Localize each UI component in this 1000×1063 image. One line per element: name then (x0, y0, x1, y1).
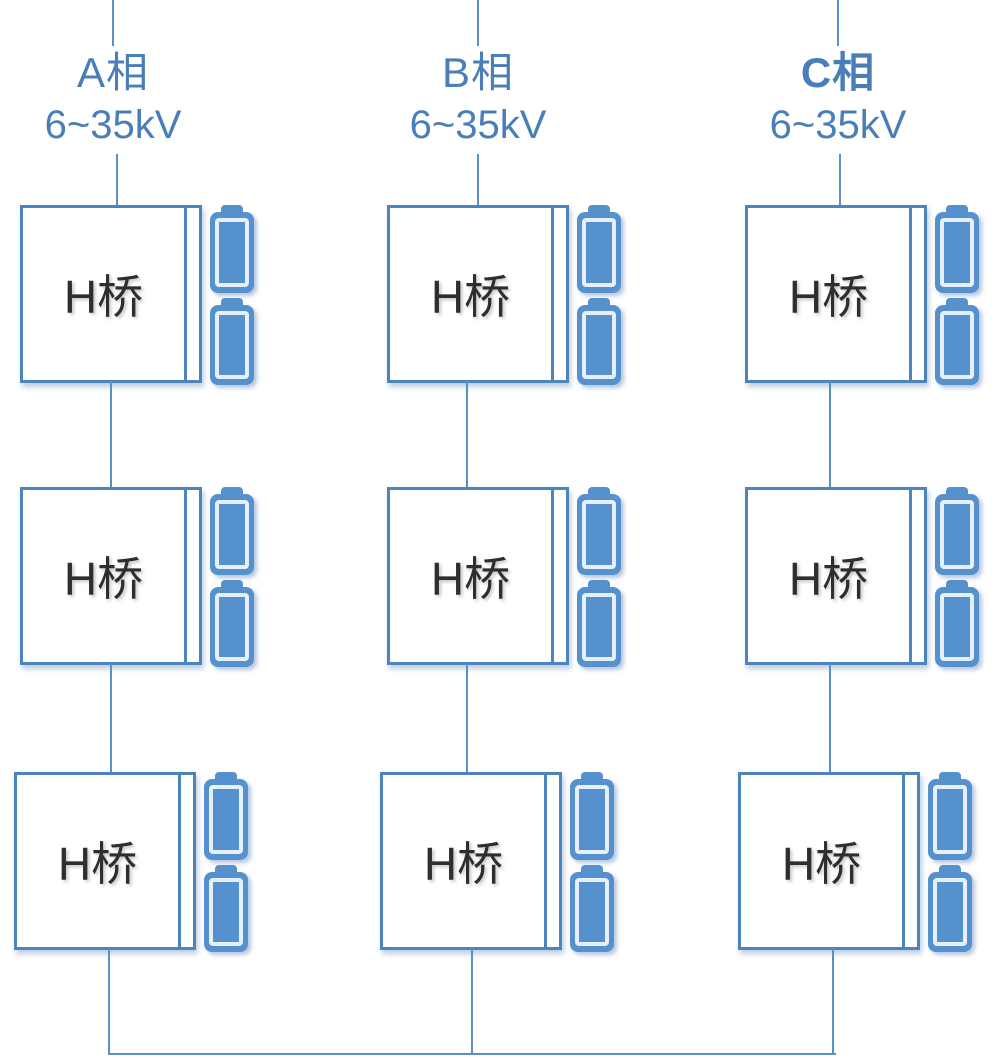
battery-stack (577, 205, 621, 385)
phase-b-top-stub-line (477, 0, 479, 46)
phase-b-link-line-1 (466, 381, 468, 489)
h-bridge-label: H桥 (430, 271, 511, 323)
battery-terminal (946, 487, 968, 498)
battery-cell-icon (935, 579, 979, 667)
h-bridge-label: H桥 (788, 271, 869, 323)
phase-a-label: A相 (76, 49, 149, 96)
battery-cell-icon (928, 772, 972, 860)
dc-link-divider (909, 208, 912, 380)
dc-link-divider (178, 775, 181, 947)
battery-cell-icon (210, 205, 254, 293)
battery-terminal (221, 579, 243, 591)
battery-stack (935, 205, 979, 385)
battery-stack (935, 487, 979, 667)
phase-c-link-line-1 (829, 381, 831, 489)
dc-link-divider (551, 208, 554, 380)
phase-b-feed-line (477, 154, 479, 205)
battery-terminal (946, 205, 968, 216)
phase-b-voltage-label: 6~35kV (409, 103, 547, 147)
battery-cell-icon (210, 579, 254, 667)
battery-stack (577, 487, 621, 667)
battery-cell-icon (935, 205, 979, 293)
battery-stack (210, 487, 254, 667)
h-bridge-label: H桥 (57, 838, 138, 890)
dc-link-divider (909, 490, 912, 662)
phase-a-voltage-label: 6~35kV (44, 103, 182, 147)
phase-c-voltage-label: 6~35kV (769, 103, 907, 147)
battery-terminal (588, 297, 610, 309)
bottom-bus-line (108, 1053, 836, 1055)
battery-terminal (581, 772, 603, 783)
phase-a-h-bridge-2: H桥 (20, 487, 254, 667)
h-bridge-label: H桥 (423, 838, 504, 890)
phase-c-h-bridge-2: H桥 (745, 487, 979, 667)
phase-a-link-line-1 (110, 381, 112, 489)
battery-terminal (946, 579, 968, 591)
phase-b-drop-line (471, 948, 473, 1055)
phase-b-link-line-2 (466, 663, 468, 774)
battery-terminal (581, 864, 603, 876)
battery-stack (204, 772, 248, 952)
phase-c-link-line-2 (829, 663, 831, 774)
battery-cell-icon (577, 579, 621, 667)
battery-terminal (221, 297, 243, 309)
phase-a-h-bridge-1: H桥 (20, 205, 254, 385)
phase-b-label: B相 (441, 49, 514, 96)
battery-terminal (221, 205, 243, 216)
dc-link-divider (184, 208, 187, 380)
battery-cell-icon (577, 487, 621, 575)
phase-a-drop-line (108, 948, 110, 1055)
battery-cell-icon (204, 772, 248, 860)
battery-terminal (946, 297, 968, 309)
phase-c-h-bridge-1: H桥 (745, 205, 979, 385)
battery-terminal (221, 487, 243, 498)
battery-terminal (215, 772, 237, 783)
battery-stack (210, 205, 254, 385)
battery-cell-icon (210, 487, 254, 575)
battery-terminal (939, 864, 961, 876)
battery-cell-icon (935, 487, 979, 575)
phase-c-top-stub-line (837, 0, 839, 46)
h-bridge-label: H桥 (788, 553, 869, 605)
battery-stack (928, 772, 972, 952)
phase-a-link-line-2 (110, 663, 112, 774)
battery-terminal (588, 579, 610, 591)
battery-cell-icon (210, 297, 254, 385)
dc-link-divider (184, 490, 187, 662)
dc-link-divider (544, 775, 547, 947)
phase-b-h-bridge-1: H桥 (387, 205, 621, 385)
battery-cell-icon (570, 772, 614, 860)
phase-b-h-bridge-3: H桥 (380, 772, 614, 952)
battery-cell-icon (204, 864, 248, 952)
h-bridge-label: H桥 (63, 271, 144, 323)
phase-b-h-bridge-2: H桥 (387, 487, 621, 667)
battery-stack (570, 772, 614, 952)
phase-c-h-bridge-3: H桥 (738, 772, 972, 952)
battery-cell-icon (570, 864, 614, 952)
battery-terminal (588, 205, 610, 216)
phase-c-label: C相 (800, 49, 876, 96)
phase-a-h-bridge-3: H桥 (14, 772, 248, 952)
h-bridge-label: H桥 (781, 838, 862, 890)
phase-a-feed-line (116, 154, 118, 205)
battery-cell-icon (935, 297, 979, 385)
battery-terminal (939, 772, 961, 783)
phase-c-feed-line (839, 154, 841, 205)
dc-link-divider (551, 490, 554, 662)
battery-terminal (215, 864, 237, 876)
phase-a-top-stub-line (112, 0, 114, 46)
battery-cell-icon (928, 864, 972, 952)
battery-terminal (588, 487, 610, 498)
h-bridge-label: H桥 (430, 553, 511, 605)
battery-cell-icon (577, 297, 621, 385)
dc-link-divider (902, 775, 905, 947)
phase-c-drop-line (832, 948, 834, 1055)
battery-cell-icon (577, 205, 621, 293)
h-bridge-label: H桥 (63, 553, 144, 605)
